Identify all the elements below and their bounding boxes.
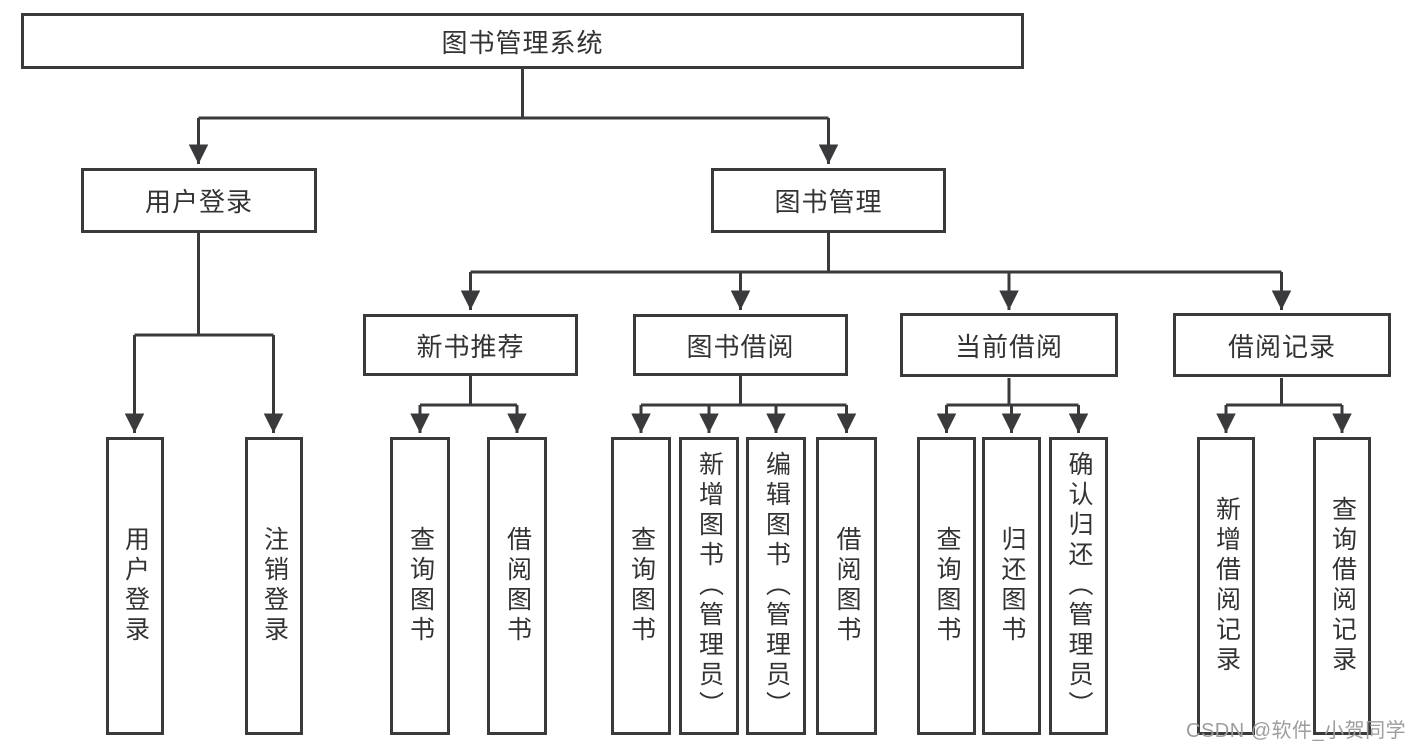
leaf-query-borrow-record: 查询借阅记录 [1313,437,1371,735]
node-book-management-label: 图书管理 [774,187,883,217]
leaf-user-login-label: 用户登录 [121,526,150,646]
node-current-borrow: 当前借阅 [900,313,1118,377]
leaf-logout: 注销登录 [245,437,303,735]
leaf-query-books-3: 查询图书 [917,437,976,735]
leaf-add-borrow-record-label: 新增借阅记录 [1212,496,1241,676]
leaf-return-book: 归还图书 [982,437,1041,735]
node-book-borrow-label: 图书借阅 [686,331,795,362]
node-root-label: 图书管理系统 [441,27,604,58]
leaf-confirm-return-admin: 确认归还（管理员） [1049,437,1108,735]
leaf-edit-book-admin-label: 编辑图书（管理员） [762,451,791,721]
node-user-login: 用户登录 [81,168,317,233]
node-new-book-recommend: 新书推荐 [363,314,578,376]
leaf-borrow-books-2-label: 借阅图书 [833,526,861,646]
leaf-query-books-1-label: 查询图书 [406,526,435,646]
leaf-borrow-books-1-label: 借阅图书 [503,526,532,646]
leaf-confirm-return-admin-label: 确认归还（管理员） [1065,451,1093,721]
node-book-borrow: 图书借阅 [633,314,848,376]
leaf-edit-book-admin: 编辑图书（管理员） [746,437,806,735]
leaf-query-books-2-label: 查询图书 [627,526,656,646]
node-current-borrow-label: 当前借阅 [954,331,1063,362]
leaf-borrow-books-2: 借阅图书 [816,437,877,735]
leaf-logout-label: 注销登录 [260,526,289,646]
node-root-system: 图书管理系统 [21,13,1024,69]
node-borrow-records-label: 借阅记录 [1227,331,1336,362]
leaf-return-book-label: 归还图书 [998,526,1026,646]
leaf-add-book-admin: 新增图书（管理员） [679,437,739,735]
leaf-query-books-2: 查询图书 [611,437,671,735]
node-new-book-recommend-label: 新书推荐 [416,331,525,362]
leaf-user-login: 用户登录 [106,437,164,735]
leaf-add-book-admin-label: 新增图书（管理员） [695,451,724,721]
csdn-watermark: CSDN @软件_小贺同学 [1186,720,1405,742]
leaf-add-borrow-record: 新增借阅记录 [1197,437,1255,735]
leaf-borrow-books-1: 借阅图书 [487,437,547,735]
leaf-query-books-3-label: 查询图书 [933,526,961,646]
leaf-query-books-1: 查询图书 [390,437,450,735]
node-book-management: 图书管理 [711,168,946,233]
node-borrow-records: 借阅记录 [1173,313,1391,377]
leaf-query-borrow-record-label: 查询借阅记录 [1328,496,1357,676]
node-user-login-label: 用户登录 [144,187,253,217]
